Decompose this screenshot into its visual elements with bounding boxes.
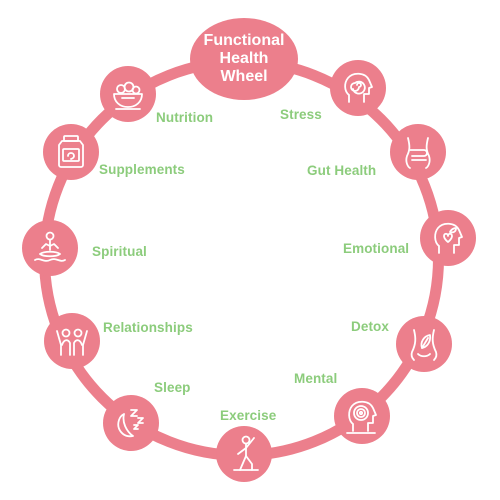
head-heart-leaf-icon bbox=[434, 222, 463, 254]
belly-hands-icon bbox=[405, 137, 431, 169]
label-gut-health: Gut Health bbox=[307, 163, 377, 178]
moon-zzz-icon bbox=[117, 409, 144, 438]
label-emotional: Emotional bbox=[343, 241, 410, 256]
wheel-hub: Functional Health Wheel bbox=[190, 18, 298, 100]
wheel-title: Functional Health Wheel bbox=[203, 32, 285, 85]
label-supplements: Supplements bbox=[99, 162, 185, 177]
node-supplements bbox=[43, 124, 99, 180]
people-raising-arms-icon bbox=[56, 328, 88, 356]
node-emotional bbox=[420, 210, 476, 266]
label-mental: Mental bbox=[294, 371, 338, 386]
head-maze-icon bbox=[346, 400, 377, 434]
label-spiritual: Spiritual bbox=[92, 244, 147, 259]
head-spiral-icon bbox=[344, 72, 373, 103]
node-detox bbox=[396, 316, 452, 372]
node-stress bbox=[330, 60, 386, 116]
node-gut-health bbox=[390, 124, 446, 180]
supplement-jar-icon bbox=[58, 135, 84, 168]
node-exercise bbox=[216, 426, 272, 482]
label-nutrition: Nutrition bbox=[156, 110, 214, 125]
label-stress: Stress bbox=[280, 107, 322, 122]
node-nutrition bbox=[100, 66, 156, 122]
label-exercise: Exercise bbox=[220, 408, 277, 423]
node-spiritual bbox=[22, 220, 78, 276]
label-relationships: Relationships bbox=[103, 320, 193, 335]
food-bowl-icon bbox=[113, 81, 143, 110]
node-relationships bbox=[44, 313, 100, 369]
torso-leaf-icon bbox=[410, 329, 438, 361]
node-sleep bbox=[103, 395, 159, 451]
meditation-icon bbox=[34, 231, 66, 262]
node-mental bbox=[334, 388, 390, 444]
label-detox: Detox bbox=[351, 319, 390, 334]
label-sleep: Sleep bbox=[154, 380, 191, 395]
stretching-person-icon bbox=[233, 435, 259, 471]
